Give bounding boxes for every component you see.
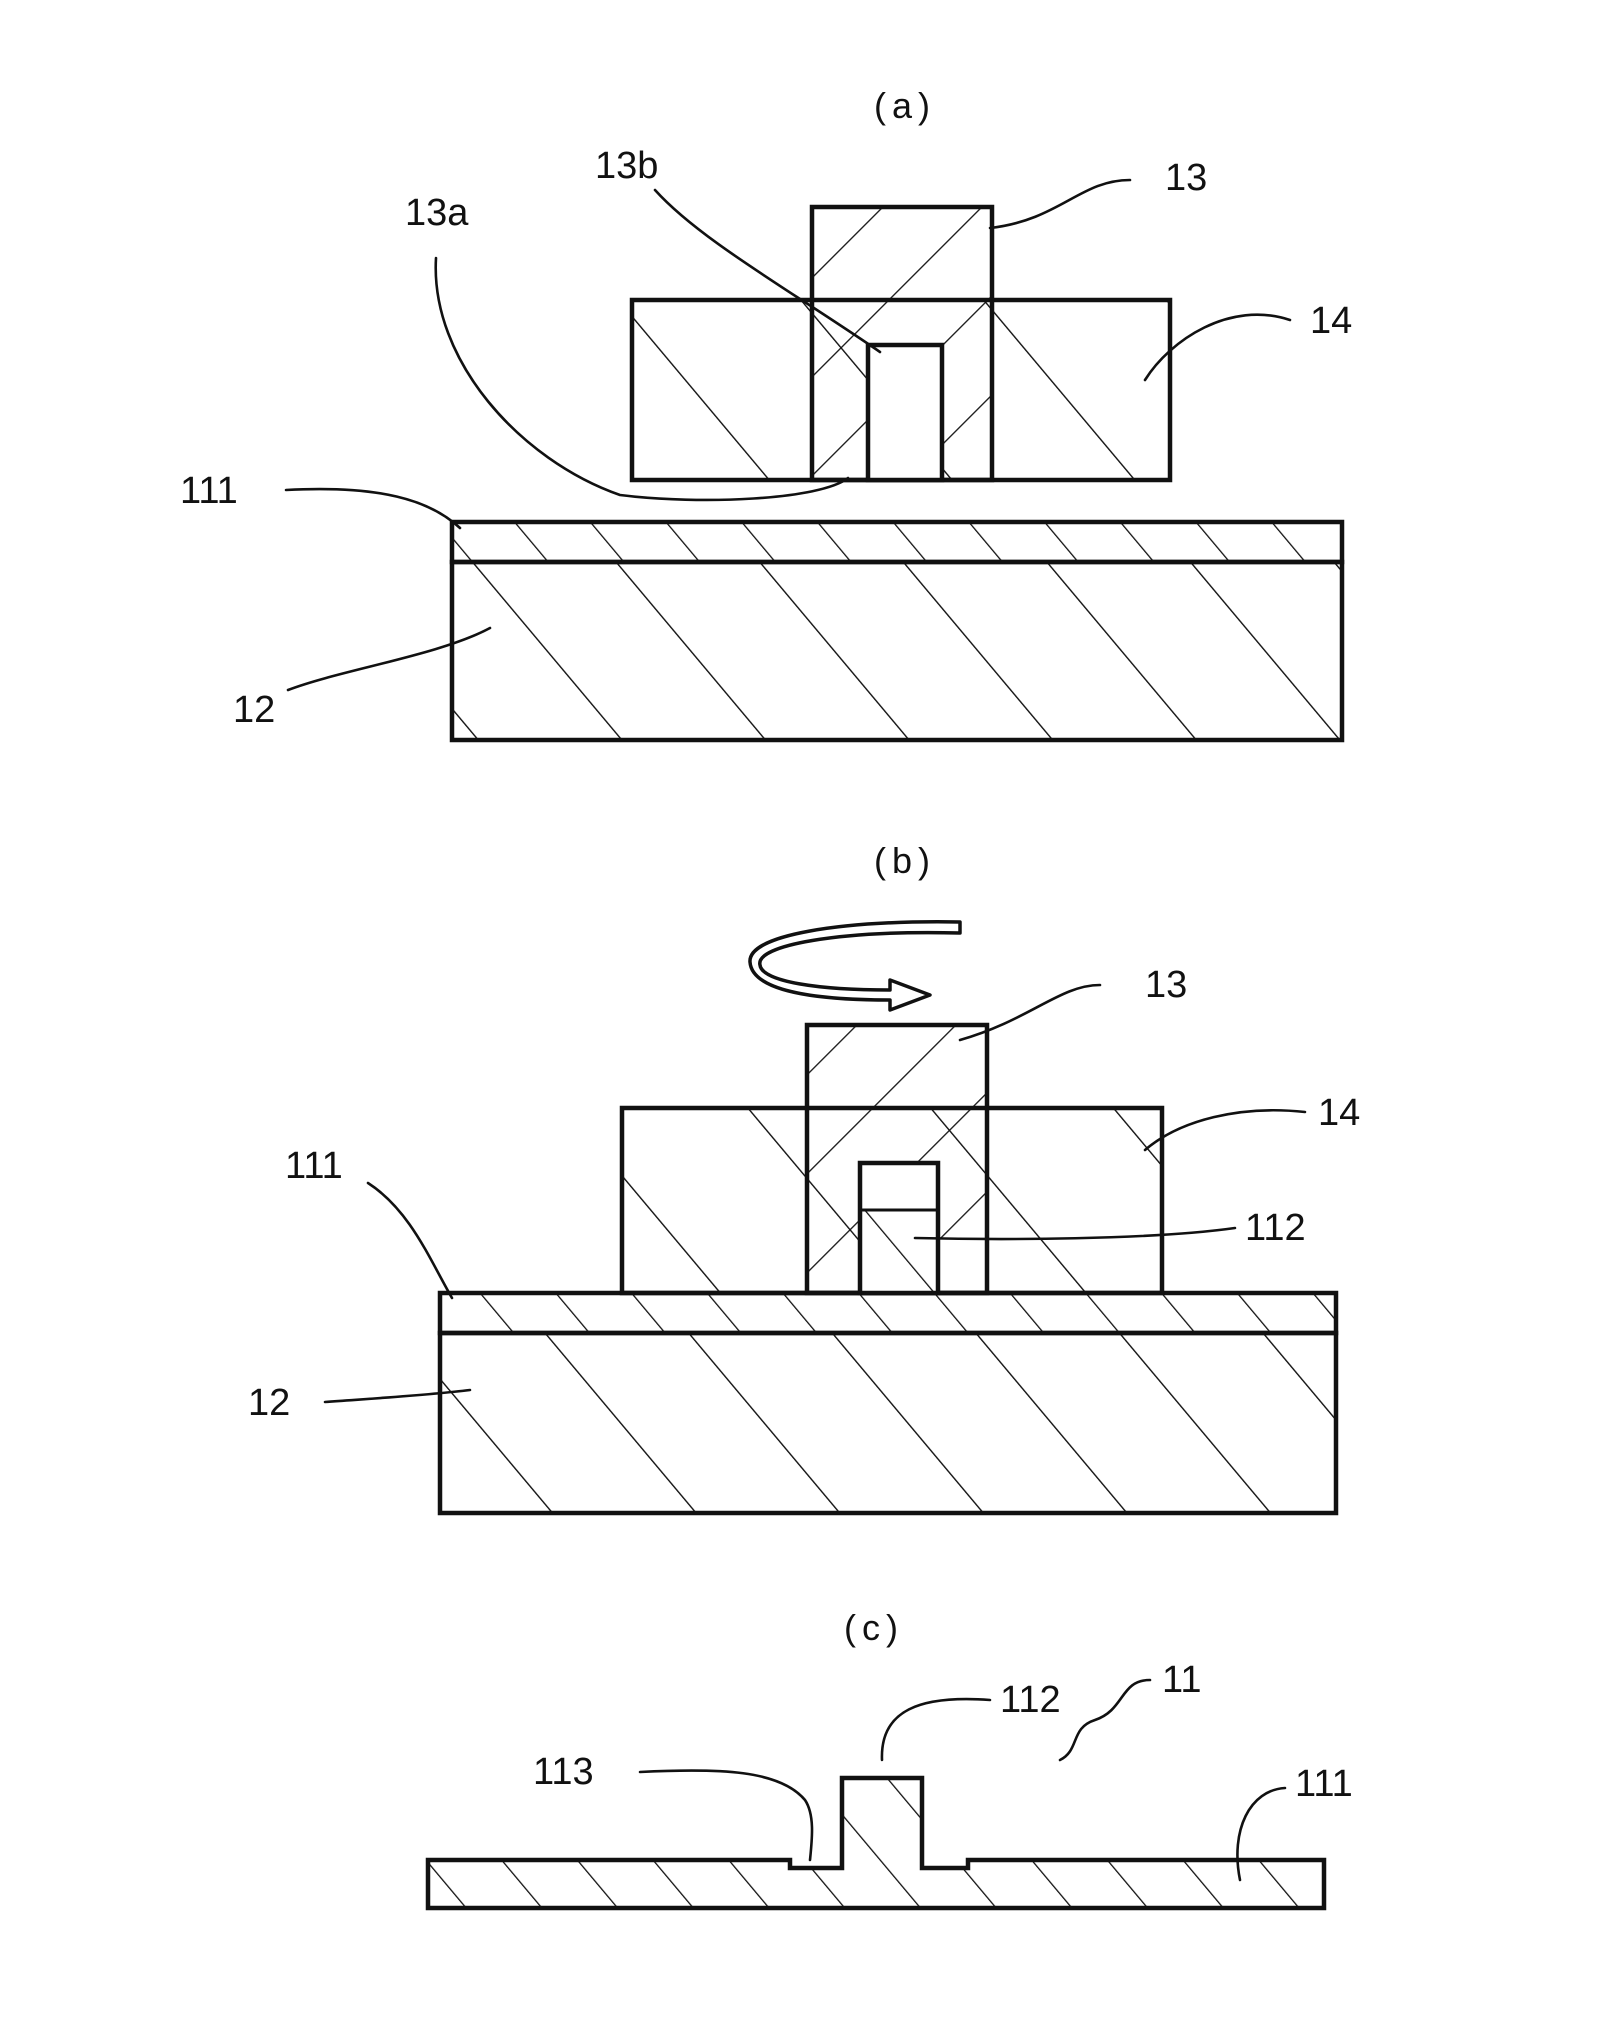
label-113: 113 xyxy=(533,1751,594,1793)
label-14: 14 xyxy=(1310,300,1352,342)
rotation-arrow xyxy=(750,922,960,1010)
leader-111a xyxy=(286,489,460,528)
label-12: 12 xyxy=(233,689,275,731)
leader-14 xyxy=(1145,1110,1305,1150)
label-12: 12 xyxy=(248,1382,290,1424)
label-111: 111 xyxy=(180,470,238,512)
label-13b: 13b xyxy=(595,145,658,187)
leader-111 xyxy=(368,1183,452,1298)
label-14: 14 xyxy=(1318,1092,1360,1134)
plate-111 xyxy=(452,522,1342,562)
panel-b: (b) 13 14 111 112 12 xyxy=(248,840,1360,1513)
part-11-section xyxy=(428,1778,1324,1908)
panel-a: (a) 13b 13 13a 14 111 12 xyxy=(180,85,1352,740)
label-111: 111 xyxy=(285,1145,343,1187)
backing-12 xyxy=(440,1333,1336,1513)
panel-c: (c) 112 11 113 111 xyxy=(428,1607,1353,1908)
label-11: 11 xyxy=(1162,1659,1201,1701)
panel-c-caption: (c) xyxy=(844,1607,904,1648)
plate-111 xyxy=(440,1293,1336,1333)
cavity-13b xyxy=(868,345,942,480)
label-13: 13 xyxy=(1145,964,1187,1006)
label-13: 13 xyxy=(1165,157,1207,199)
leader-112 xyxy=(882,1699,990,1760)
leader-13 xyxy=(990,180,1130,228)
label-111: 111 xyxy=(1295,1763,1353,1805)
label-13a: 13a xyxy=(405,192,469,234)
boss-112-fill xyxy=(860,1210,938,1293)
leader-113 xyxy=(640,1770,812,1860)
panel-a-caption: (a) xyxy=(874,85,936,126)
backing-12 xyxy=(452,562,1342,740)
leader-11 xyxy=(1060,1680,1150,1760)
panel-b-caption: (b) xyxy=(874,840,936,881)
label-112: 112 xyxy=(1000,1679,1061,1721)
label-112: 112 xyxy=(1245,1207,1306,1249)
